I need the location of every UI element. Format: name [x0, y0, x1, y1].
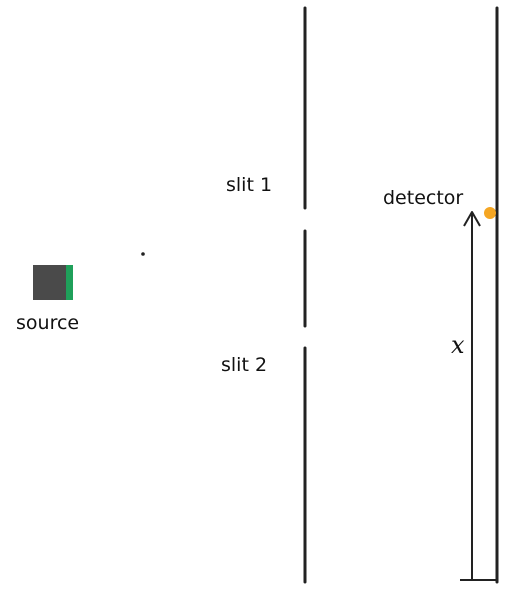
- slit-2-label: slit 2: [221, 354, 267, 376]
- source-label: source: [16, 312, 79, 334]
- position-arrow: [460, 211, 498, 581]
- detector-dot: [484, 207, 496, 219]
- source: source: [16, 265, 79, 334]
- source-body: [33, 265, 68, 300]
- detector-label: detector: [383, 187, 463, 209]
- slit-1-label: slit 1: [226, 174, 272, 196]
- source-emitter: [66, 265, 73, 300]
- position-arrow-head: [463, 211, 481, 227]
- particle: [141, 252, 145, 256]
- position-x-label: x: [451, 331, 465, 359]
